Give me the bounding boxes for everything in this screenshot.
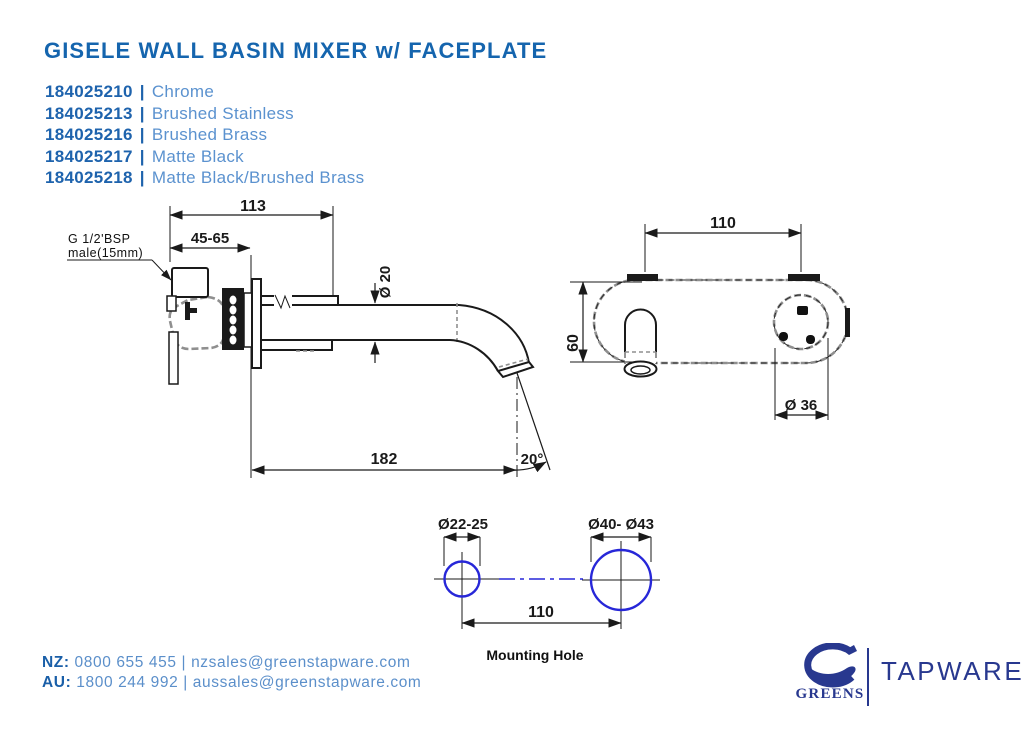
faceplate-side bbox=[251, 278, 262, 369]
handle-boss bbox=[772, 293, 830, 351]
inlet-tail bbox=[168, 331, 179, 385]
dim-angle-20: 20° bbox=[521, 451, 544, 468]
product-finish: Chrome bbox=[151, 82, 215, 101]
dim-60: 60 bbox=[565, 334, 582, 352]
contact-nz: NZ: 0800 655 455 | nzsales@greenstapware… bbox=[42, 653, 421, 673]
separator: | bbox=[139, 125, 145, 145]
separator: | bbox=[139, 103, 145, 123]
dim-small-hole: Ø22-25 bbox=[438, 516, 488, 533]
nz-email: nzsales@greenstapware.com bbox=[191, 654, 411, 671]
separator: | bbox=[181, 654, 187, 671]
logo-divider bbox=[867, 648, 869, 706]
nz-phone: 0800 655 455 bbox=[74, 654, 177, 671]
spout-outer-curve bbox=[458, 304, 530, 364]
dim-hole-spacing: 110 bbox=[528, 604, 554, 621]
separator: | bbox=[139, 82, 145, 101]
side-view-drawing: 113 45-65 G 1/2'BSP male(15mm) bbox=[67, 198, 551, 478]
greens-swirl-icon bbox=[804, 643, 857, 688]
product-code: 184025217 bbox=[45, 146, 133, 166]
small-mounting-hole bbox=[443, 560, 481, 598]
tapware-wordmark: TAPWARE bbox=[881, 656, 1024, 686]
product-code: 184025218 bbox=[45, 168, 133, 188]
product-code: 184025216 bbox=[45, 125, 133, 145]
product-row: 184025217 | Matte Black bbox=[45, 147, 364, 169]
separator: | bbox=[139, 146, 145, 166]
product-finish: Matte Black/Brushed Brass bbox=[151, 168, 365, 188]
dim-182: 182 bbox=[371, 451, 398, 468]
product-finish: Brushed Brass bbox=[151, 125, 268, 145]
dim-large-hole: Ø40- Ø43 bbox=[588, 516, 654, 533]
thread-spec-line2: male(15mm) bbox=[68, 246, 143, 260]
product-row: 184025216 | Brushed Brass bbox=[45, 125, 364, 147]
product-code: 184025213 bbox=[45, 103, 133, 123]
dim-36: Ø 36 bbox=[785, 397, 818, 414]
separator: | bbox=[183, 673, 188, 691]
contact-info: NZ: 0800 655 455 | nzsales@greenstapware… bbox=[42, 653, 421, 692]
spout-stub bbox=[623, 308, 658, 378]
dim-110-faceplate: 110 bbox=[710, 215, 736, 232]
front-view-drawing: 110 bbox=[565, 215, 850, 420]
spout-outlet bbox=[496, 360, 535, 379]
dim-45-65: 45-65 bbox=[191, 230, 229, 247]
mounting-tab-left bbox=[627, 274, 658, 281]
spout-inner-curve bbox=[449, 339, 499, 372]
au-phone: 1800 244 992 bbox=[76, 673, 179, 691]
product-finish: Matte Black bbox=[151, 146, 244, 166]
au-email: aussales@greenstapware.com bbox=[192, 673, 422, 691]
product-row: 184025213 | Brushed Stainless bbox=[45, 104, 364, 126]
bsp-inlet bbox=[171, 267, 209, 298]
au-label: AU: bbox=[42, 673, 72, 691]
product-code: 184025210 bbox=[45, 82, 133, 101]
product-code-list: 184025210 | Chrome 184025213 | Brushed Stain… bbox=[45, 82, 364, 190]
greens-tapware-logo: GREENS TAPWARE bbox=[790, 641, 1022, 717]
mounting-tab-right bbox=[788, 274, 820, 281]
greens-wordmark: GREENS bbox=[795, 686, 865, 702]
product-row: 184025210 | Chrome bbox=[45, 82, 364, 104]
mounting-caption: Mounting Hole bbox=[486, 647, 583, 663]
nz-label: NZ: bbox=[42, 654, 70, 671]
thread-spec-line1: G 1/2'BSP bbox=[68, 232, 130, 246]
page-title: GISELE WALL BASIN MIXER w/ FACEPLATE bbox=[44, 38, 548, 63]
product-finish: Brushed Stainless bbox=[151, 103, 294, 123]
dim-spout-diameter: Ø 20 bbox=[377, 266, 394, 299]
separator: | bbox=[139, 168, 145, 188]
contact-au: AU: 1800 244 992 | aussales@greenstapwar… bbox=[42, 673, 421, 693]
mixer-body bbox=[166, 267, 253, 385]
dim-113: 113 bbox=[240, 198, 266, 215]
spout bbox=[260, 294, 535, 379]
mounting-hole-drawing: Ø22-25 Ø40- Ø43 110 Mounting Hole bbox=[434, 516, 660, 663]
product-row: 184025218 | Matte Black/Brushed Brass bbox=[45, 168, 364, 190]
large-mounting-hole bbox=[589, 548, 653, 612]
